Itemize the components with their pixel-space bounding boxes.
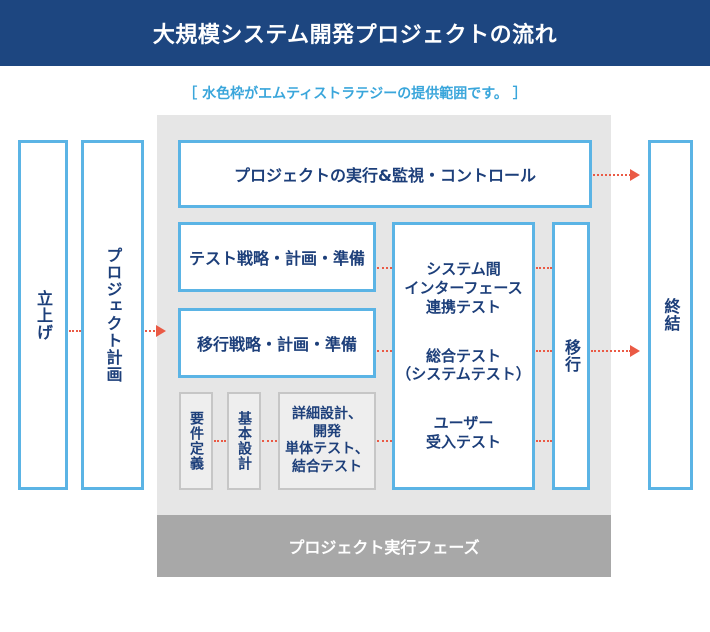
connector-launch-planning — [69, 330, 81, 332]
control-label: プロジェクトの実行&監視・コントロール — [234, 166, 536, 185]
planning-box: プロジェクト計画 — [81, 140, 144, 490]
execution-phase-bar: プロジェクト実行フェーズ — [157, 515, 611, 577]
connector-system-migration — [536, 350, 552, 352]
migration-box: 移行 — [552, 222, 590, 490]
migration-label: 移行 — [562, 339, 581, 373]
arrow-control-closing-icon — [630, 169, 640, 181]
connector-planning-execution — [145, 330, 155, 332]
user-test-label: ユーザー 受入テスト — [425, 414, 501, 452]
integration-test-label: システム間 インターフェース 連携テスト — [404, 260, 523, 316]
control-box: プロジェクトの実行&監視・コントロール — [178, 140, 592, 208]
execution-phase-label: プロジェクト実行フェーズ — [288, 538, 480, 557]
connector-detail-design — [377, 440, 392, 442]
test-strategy-box: テスト戦略・計画・準備 — [178, 222, 376, 292]
detail-design-label: 詳細設計、 開発 単体テスト、 結合テスト — [285, 406, 369, 475]
migration-strategy-box: 移行戦略・計画・準備 — [178, 308, 376, 378]
system-test-label: 総合テスト （システムテスト） — [396, 346, 531, 384]
detail-design-box: 詳細設計、 開発 単体テスト、 結合テスト — [278, 392, 376, 490]
closing-box: 終結 — [648, 140, 693, 490]
arrow-migration-closing-icon — [630, 345, 640, 357]
basic-design-box: 基本設計 — [227, 392, 261, 490]
requirements-box: 要件定義 — [179, 392, 213, 490]
planning-label: プロジェクト計画 — [103, 247, 123, 383]
connector-requirements-basic — [214, 440, 226, 442]
connector-migration-strategy — [377, 350, 392, 352]
connector-control-closing — [593, 174, 631, 176]
connector-integration-migration — [536, 267, 552, 269]
arrow-planning-execution-icon — [156, 325, 166, 337]
connector-basic-detail — [262, 440, 277, 442]
scope-note: ［ 水色枠がエムティストラテジーの提供範囲です。 ］ — [183, 86, 527, 102]
requirements-label: 要件定義 — [188, 411, 204, 471]
launch-box: 立上げ — [18, 140, 68, 490]
connector-test-strategy — [377, 267, 392, 269]
page-title: 大規模システム開発プロジェクトの流れ — [0, 0, 710, 66]
connector-migration-closing — [591, 350, 631, 352]
launch-label: 立上げ — [34, 289, 53, 341]
closing-label: 終結 — [661, 298, 681, 332]
basic-design-label: 基本設計 — [236, 411, 252, 471]
test-column-box: システム間 インターフェース 連携テスト 総合テスト （システムテスト） ユーザ… — [392, 222, 535, 490]
test-strategy-label: テスト戦略・計画・準備 — [188, 249, 365, 268]
connector-user-migration — [536, 440, 552, 442]
migration-strategy-label: 移行戦略・計画・準備 — [196, 335, 357, 354]
